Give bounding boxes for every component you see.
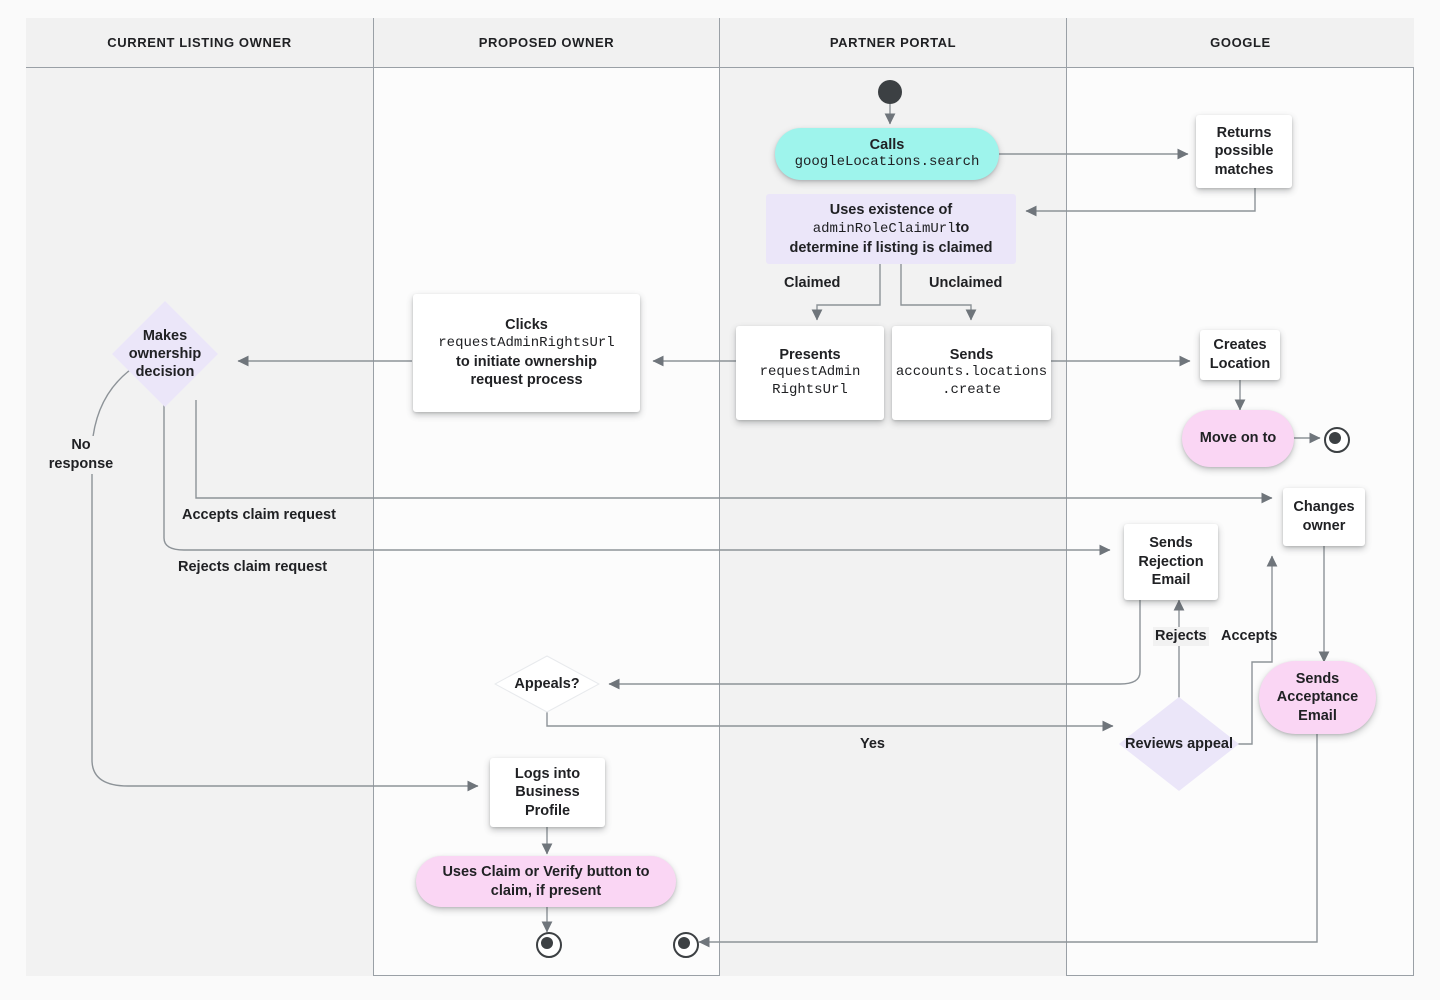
node-line-3: .create xyxy=(942,382,1001,399)
node-line-1: Calls xyxy=(869,136,905,153)
diamond-shape xyxy=(1119,697,1239,791)
lane-header-partner-portal: PARTNER PORTAL xyxy=(720,18,1067,68)
node-line-3: to xyxy=(955,220,970,237)
lane-header-google: GOOGLE xyxy=(1067,18,1414,68)
node-line-4: request process xyxy=(470,372,583,389)
node-returns-possible-matches[interactable]: Returns possible matches xyxy=(1196,115,1292,188)
node-creates-location[interactable]: Creates Location xyxy=(1200,330,1280,380)
diamond-shape xyxy=(112,301,218,407)
lane-header-label: CURRENT LISTING OWNER xyxy=(107,35,292,50)
node-line-2: requestAdminRightsUrl xyxy=(438,334,615,351)
lane-header-proposed-owner: PROPOSED OWNER xyxy=(374,18,720,68)
node-line-2: adminRoleClaimUrl xyxy=(812,221,956,238)
end-node-partner-portal xyxy=(673,932,699,958)
lane-body-proposed-owner xyxy=(374,68,720,976)
node-text: Sends Rejection Email xyxy=(1138,535,1204,589)
node-sends-acceptance-email[interactable]: Sends Acceptance Email xyxy=(1259,661,1376,734)
node-line-3: to initiate ownership xyxy=(456,353,597,370)
node-text: Makes ownership decision xyxy=(128,327,202,381)
diamond-shape xyxy=(494,655,600,713)
lane-header-label: PARTNER PORTAL xyxy=(829,35,957,50)
node-line-1: Clicks xyxy=(505,317,548,334)
node-text: Move on to xyxy=(1199,430,1277,447)
edge-label-claimed: Claimed xyxy=(782,274,843,293)
start-node-partner-portal xyxy=(878,80,902,104)
node-presents-request-admin-rights-url[interactable]: Presents requestAdmin RightsUrl xyxy=(736,326,884,420)
end-node-proposed-owner xyxy=(536,932,562,958)
node-text: Logs into Business Profile xyxy=(514,765,581,819)
edge-label-no-response: No response xyxy=(44,436,118,474)
edge-label-rejects-claim-request: Rejects claim request xyxy=(176,558,330,577)
node-uses-existence-admin-role-claim-url[interactable]: Uses existence of adminRoleClaimUrlto de… xyxy=(766,194,1016,264)
end-node-google xyxy=(1324,427,1350,453)
node-text: Returns possible matches xyxy=(1214,124,1274,178)
node-changes-owner[interactable]: Changes owner xyxy=(1283,488,1365,546)
node-appeals-decision[interactable]: Appeals? xyxy=(494,655,600,713)
node-line-3: RightsUrl xyxy=(772,382,848,399)
node-line-2: accounts.locations xyxy=(895,364,1048,381)
node-makes-ownership-decision[interactable]: Makes ownership decision xyxy=(110,299,220,409)
node-text: Changes owner xyxy=(1293,499,1355,534)
node-uses-claim-or-verify-button[interactable]: Uses Claim or Verify button to claim, if… xyxy=(416,856,676,907)
node-text: Reviews appeal xyxy=(1125,735,1233,752)
lane-header-current-listing-owner: CURRENT LISTING OWNER xyxy=(26,18,374,68)
node-text: Sends Acceptance Email xyxy=(1276,670,1359,724)
node-line-1: Presents xyxy=(779,346,841,363)
edge-label-accepts-claim-request: Accepts claim request xyxy=(180,506,338,525)
node-logs-into-business-profile[interactable]: Logs into Business Profile xyxy=(490,758,605,827)
lane-header-label: GOOGLE xyxy=(1210,35,1271,50)
edge-label-rejects: Rejects xyxy=(1153,627,1209,646)
node-text: Uses Claim or Verify button to claim, if… xyxy=(442,863,650,899)
node-text: Creates Location xyxy=(1209,337,1271,372)
edge-label-unclaimed: Unclaimed xyxy=(927,274,1005,293)
node-sends-accounts-locations-create[interactable]: Sends accounts.locations .create xyxy=(892,326,1051,420)
node-clicks-request-admin-rights-url[interactable]: Clicks requestAdminRightsUrl to initiate… xyxy=(413,294,640,412)
lane-header-label: PROPOSED OWNER xyxy=(478,35,615,50)
node-line-1: Sends xyxy=(949,346,994,363)
node-line-4: determine if listing is claimed xyxy=(789,239,993,256)
edge-label-yes: Yes xyxy=(858,735,887,754)
node-move-on-to[interactable]: Move on to xyxy=(1182,410,1294,467)
node-line-2: requestAdmin xyxy=(759,364,861,381)
edge-label-accepts: Accepts xyxy=(1221,628,1278,644)
node-sends-rejection-email[interactable]: Sends Rejection Email xyxy=(1124,524,1218,600)
node-calls-google-locations-search[interactable]: Calls googleLocations.search xyxy=(775,128,999,180)
node-line-2: googleLocations.search xyxy=(794,154,980,171)
node-text: Appeals? xyxy=(514,675,580,692)
node-reviews-appeal[interactable]: Reviews appeal xyxy=(1117,695,1241,793)
node-line-1: Uses existence of xyxy=(829,201,953,218)
